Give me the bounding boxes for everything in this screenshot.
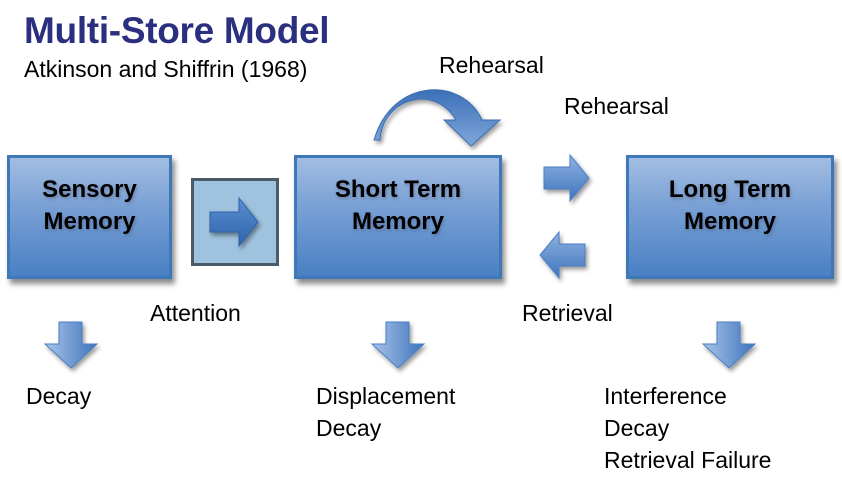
long-term-line2: Memory: [683, 208, 777, 235]
rehearsal-transfer-label: Rehearsal: [564, 93, 669, 119]
sensory-line1: Sensory: [42, 176, 137, 203]
sensory-decay-arrow-icon: [43, 321, 99, 369]
attention-box: [191, 178, 279, 266]
short-term-forgetting-list: Displacement Decay: [316, 380, 455, 444]
long-term-forgetting-list: Interference Decay Retrieval Failure: [604, 380, 771, 476]
long-term-forgetting-arrow-icon: [701, 321, 757, 369]
short-term-line2: Memory: [351, 208, 444, 235]
forgetting-item: Displacement: [316, 383, 456, 409]
rehearsal-right-arrow-icon: [543, 153, 590, 203]
short-term-line1: Short Term: [334, 176, 462, 203]
short-term-forgetting-arrow-icon: [370, 321, 426, 369]
diagram-title: Multi-Store Model: [24, 10, 330, 51]
sensory-line2: Memory: [43, 208, 136, 235]
forgetting-item: Decay: [26, 383, 92, 409]
forgetting-item: Interference: [604, 383, 727, 409]
long-term-line1: Long Term: [668, 176, 792, 203]
attention-label: Attention: [150, 300, 241, 326]
attention-arrow-icon: [209, 196, 259, 248]
forgetting-item: Retrieval Failure: [604, 447, 772, 473]
sensory-forgetting-list: Decay: [26, 380, 91, 412]
rehearsal-loop-label: Rehearsal: [439, 52, 544, 78]
retrieval-label: Retrieval: [522, 300, 613, 326]
diagram-subtitle: Atkinson and Shiffrin (1968): [24, 56, 308, 82]
forgetting-item: Decay: [604, 415, 670, 441]
retrieval-left-arrow-icon: [539, 230, 586, 280]
forgetting-item: Decay: [316, 415, 382, 441]
rehearsal-loop-arrow-icon: [373, 89, 502, 147]
